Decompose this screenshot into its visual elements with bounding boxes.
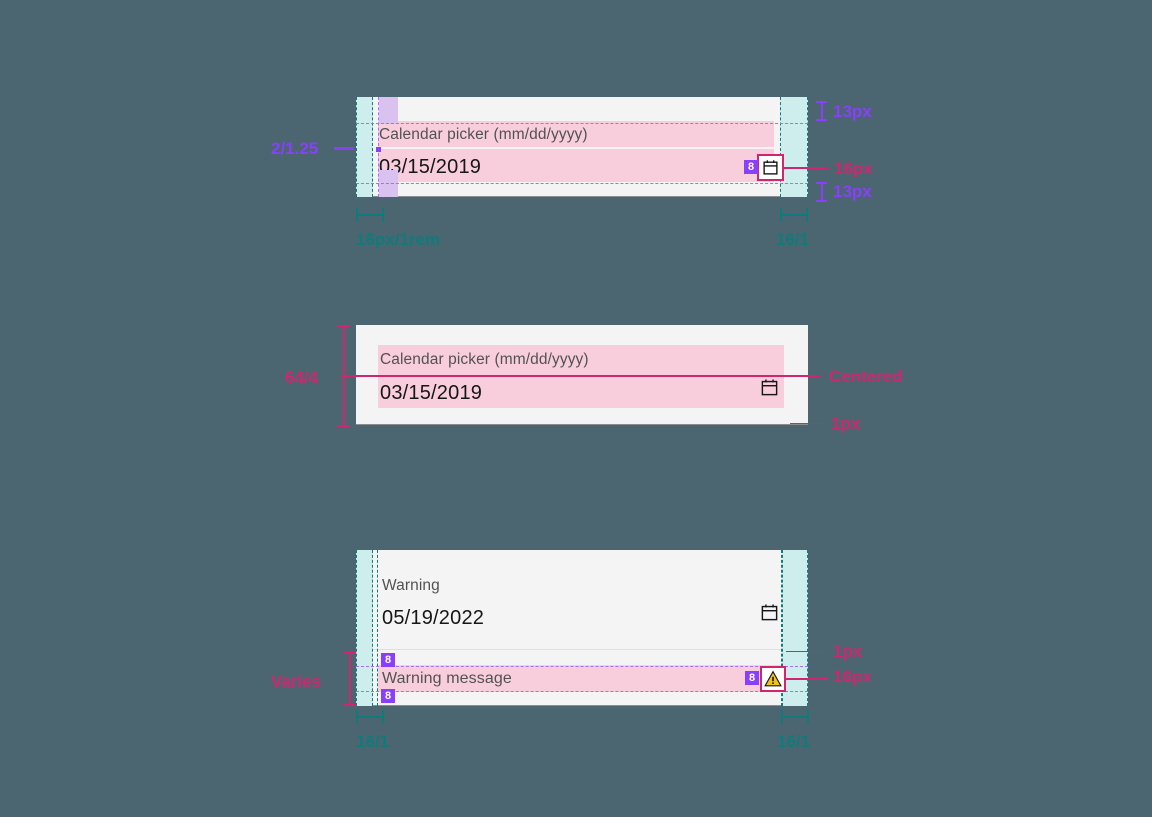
anno-warning-icon-size: 16px — [833, 667, 872, 686]
date-picker-value: 05/19/2022 — [382, 607, 485, 629]
value-highlight-band — [378, 149, 774, 182]
leader-divider-thickness — [786, 651, 828, 652]
top-spacer-block — [379, 97, 398, 124]
badge-icon-gap: 8 — [745, 671, 759, 685]
badge-above-message: 8 — [381, 653, 395, 667]
date-picker-label: Calendar picker (mm/dd/yyyy) — [380, 351, 589, 368]
guide-content-right — [781, 550, 782, 706]
badge-below-message: 8 — [381, 689, 395, 703]
calendar-icon — [761, 604, 778, 621]
calendar-icon-wrap[interactable] — [760, 378, 779, 397]
ibeam-right-gutter — [781, 710, 809, 724]
ibeam-value-bottom-spacing — [816, 182, 827, 202]
right-gutter-band — [780, 97, 808, 197]
anno-value-bottom-spacing: 13px — [833, 182, 872, 201]
calendar-icon — [761, 379, 778, 396]
warning-triangle-icon-callout[interactable] — [760, 666, 786, 692]
calendar-icon — [763, 160, 778, 175]
anno-field-height: 64/4 — [285, 368, 319, 387]
calendar-icon-wrap[interactable] — [760, 603, 779, 622]
value-highlight-band — [378, 375, 784, 408]
left-gutter-band — [356, 97, 373, 197]
guide-message-bottom — [356, 691, 808, 692]
baseline-tick — [376, 147, 381, 152]
leader-type-scale — [334, 147, 354, 150]
ibeam-left-gutter — [356, 208, 384, 222]
guide-value-bottom — [356, 183, 808, 184]
anno-right-gutter: 16/1 — [776, 230, 810, 249]
label-highlight-band — [378, 345, 784, 375]
leader-center-line — [341, 375, 821, 377]
calendar-icon-callout[interactable] — [757, 154, 784, 181]
leader-icon-size — [784, 167, 829, 169]
anno-icon-size: 16px — [834, 159, 873, 178]
warning-message-text: Warning message — [382, 670, 512, 687]
ibeam-left-gutter — [356, 710, 384, 724]
date-picker-label: Warning — [382, 577, 440, 594]
ibeam-label-top-spacing — [816, 101, 827, 121]
anno-type-scale-ratio: 2/1.25 — [271, 139, 319, 158]
anno-message-height: Varies — [271, 672, 322, 691]
date-picker-label: Calendar picker (mm/dd/yyyy) — [379, 126, 588, 143]
right-gutter-band — [782, 550, 808, 706]
warning-triangle-icon — [764, 670, 782, 687]
leader-bottom-border — [790, 423, 827, 424]
anno-bottom-border: 1px — [831, 414, 861, 433]
left-gutter-band — [356, 550, 373, 706]
anno-divider-thickness: 1px — [833, 642, 863, 661]
anno-right-gutter: 16/1 — [777, 732, 811, 751]
ibeam-message-height — [343, 652, 356, 706]
guide-message-top — [356, 666, 808, 667]
anno-label-top-spacing: 13px — [833, 102, 872, 121]
message-highlight-band — [378, 665, 782, 692]
anno-vertical-align: Centered — [829, 367, 903, 386]
guide-label-top — [356, 123, 808, 124]
date-picker-value: 03/15/2019 — [380, 382, 483, 404]
anno-left-gutter: 16/1 — [356, 732, 390, 751]
label-highlight-band — [378, 121, 774, 147]
anno-left-gutter: 16px/1rem — [356, 230, 441, 249]
icon-gap-badge: 8 — [744, 160, 758, 174]
date-picker-value: 03/15/2019 — [379, 156, 482, 178]
guide-content-left — [377, 550, 378, 706]
leader-warning-icon-size — [786, 678, 828, 680]
date-picker-field[interactable]: Warning 05/19/2022 — [356, 550, 808, 650]
date-picker-field[interactable]: Calendar picker (mm/dd/yyyy) 03/15/2019 — [356, 97, 808, 197]
ibeam-right-gutter — [780, 208, 808, 222]
